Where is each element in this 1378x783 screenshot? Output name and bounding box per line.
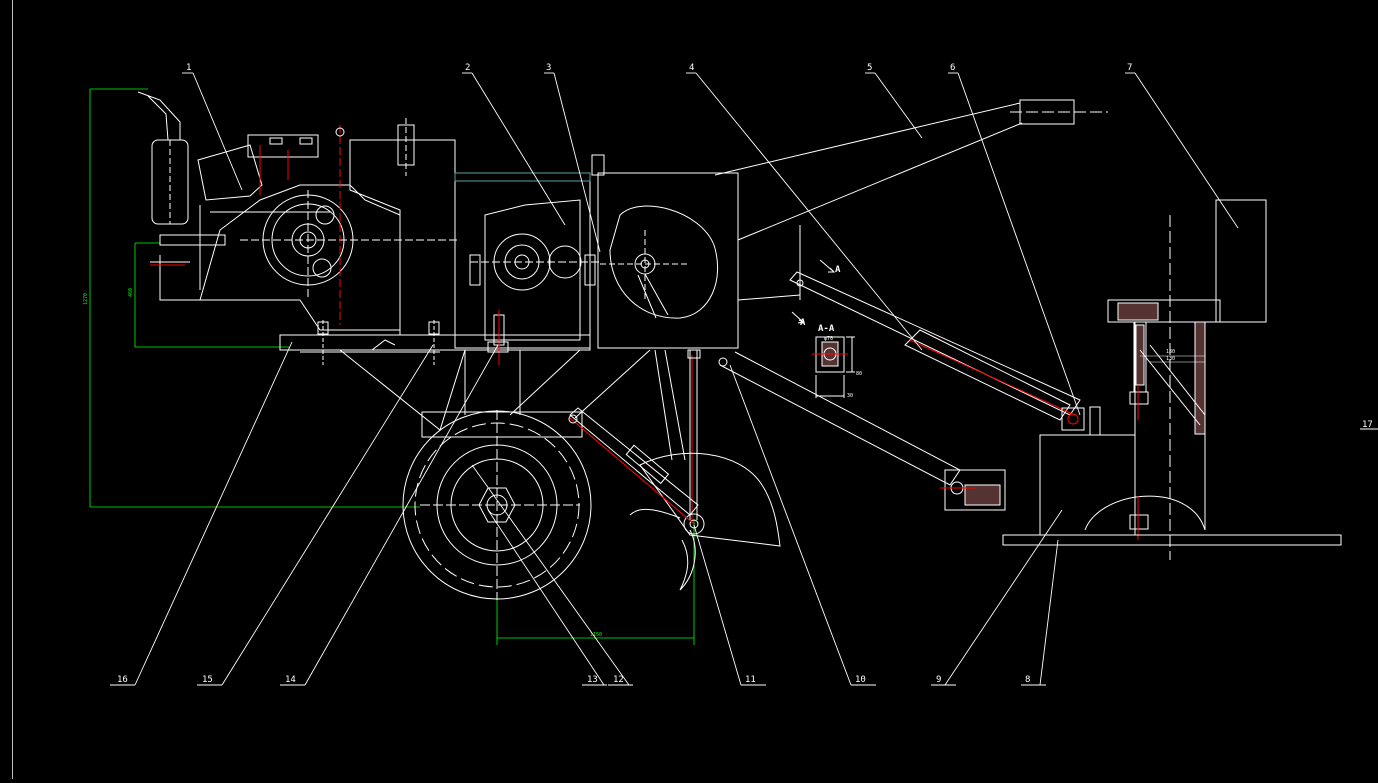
leader-lines [110,72,1378,686]
dim-rear-2: 130 [1166,356,1175,362]
engine-assembly [137,91,460,336]
handlebar [714,99,1108,301]
part-label-8: 8 [1025,675,1030,685]
part-label-10: 10 [855,675,866,685]
tiller-housing [591,154,739,349]
part-label-9: 9 [936,675,941,685]
dim-overall-height: 1270 [83,293,89,305]
dimension-lines [89,88,695,645]
support-struts [339,271,1085,520]
part-label-4: 4 [689,63,694,73]
dim-section-width: φ70 [824,336,833,342]
part-label-16: 16 [117,675,128,685]
dim-section-base: 30 [847,393,853,399]
part-label-11: 11 [745,675,756,685]
part-label-5: 5 [867,63,872,73]
part-label-13: 13 [587,675,598,685]
part-label-2: 2 [465,63,470,73]
part-label-7: 7 [1127,63,1132,73]
seat-and-rear-frame [1002,199,1342,560]
dim-section-height: 80 [856,371,862,377]
part-label-17: 17 [1362,420,1373,430]
linkage-bracket [940,469,1006,511]
part-label-1: 1 [186,63,191,73]
part-label-14: 14 [285,675,296,685]
viewport-left-edge [12,0,13,779]
part-label-15: 15 [202,675,213,685]
dim-engine-height: 460 [128,288,134,297]
section-detail-aa [791,259,855,398]
chassis-frame [279,320,591,365]
dim-wheel-to-tiller: 1150 [590,632,602,638]
part-label-12: 12 [613,675,624,685]
part-numbers: 1 2 3 4 5 6 7 8 9 10 11 12 13 14 15 16 1… [117,63,1373,685]
drive-wheel [402,410,592,600]
section-arrow-label-lower: A [800,318,806,328]
gearbox [454,172,600,365]
dim-rear-1: 180 [1166,349,1175,355]
part-label-3: 3 [546,63,551,73]
section-arrow-label-upper: A [835,265,841,275]
part-label-6: 6 [950,63,955,73]
section-title: A-A [818,324,835,334]
tiller-blade [568,407,781,591]
